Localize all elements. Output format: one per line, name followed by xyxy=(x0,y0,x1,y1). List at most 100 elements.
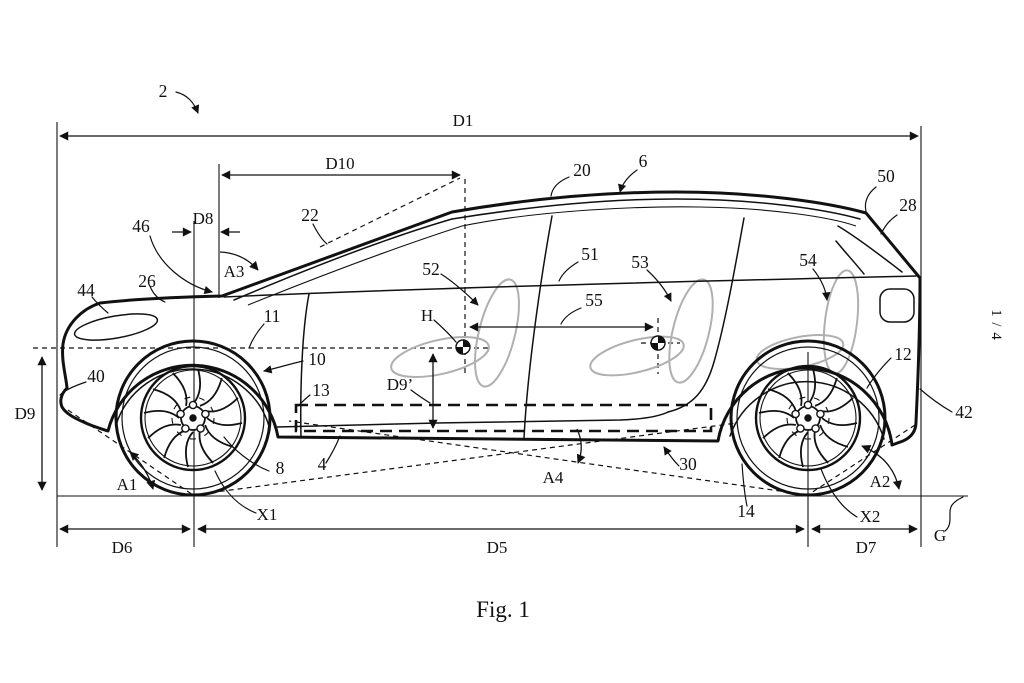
callout-6: 6 xyxy=(639,151,648,171)
callout-4: 4 xyxy=(318,454,327,474)
leader-55 xyxy=(560,307,582,325)
second-row-seat-cushion xyxy=(589,335,685,377)
quarter-window-line xyxy=(837,225,903,273)
angle-arc-a4 xyxy=(576,428,586,464)
callout-11: 11 xyxy=(264,306,281,326)
leader-50 xyxy=(864,186,877,212)
roof-inner-line xyxy=(451,198,861,220)
sheet-index: 1 / 4 xyxy=(988,309,1004,341)
departure-angle-dashed xyxy=(807,424,916,496)
labels: 2 D1 D10 D8 46 22 A3 26 44 20 6 50 28 52… xyxy=(15,81,1004,622)
leader-52 xyxy=(440,273,479,306)
leader-12 xyxy=(866,357,892,389)
leader-28 xyxy=(880,214,898,235)
battery-pack-dashed-outline xyxy=(294,403,713,433)
leader-d9-prime xyxy=(410,389,431,404)
leader-4 xyxy=(325,435,341,464)
roof-rail-line xyxy=(247,206,857,306)
rear-h-point-marker xyxy=(650,335,666,351)
leader-x2 xyxy=(820,468,858,518)
body-outline xyxy=(59,190,922,447)
callout-13: 13 xyxy=(312,380,330,400)
label-d5: D5 xyxy=(487,538,508,557)
callout-12: 12 xyxy=(894,344,912,364)
leader-6 xyxy=(618,169,638,193)
callout-46: 46 xyxy=(132,216,150,236)
second-row-seat-backrest xyxy=(668,278,714,384)
headlamp xyxy=(73,313,159,341)
front-seat-backrest xyxy=(474,278,520,388)
label-d8: D8 xyxy=(193,209,214,228)
callout-26: 26 xyxy=(138,271,156,291)
leader-46 xyxy=(149,235,213,295)
label-a3: A3 xyxy=(224,262,245,281)
leader-14 xyxy=(741,463,748,507)
callout-42: 42 xyxy=(955,402,973,422)
windscreen-extension-dashed xyxy=(319,177,461,248)
label-g: G xyxy=(934,526,946,545)
leader-8 xyxy=(223,436,270,472)
b-pillar-seam xyxy=(523,215,553,439)
callout-40: 40 xyxy=(87,366,105,386)
leader-10 xyxy=(263,360,304,374)
leader-53 xyxy=(646,269,672,302)
leader-13 xyxy=(297,394,311,407)
front-seat-cushion xyxy=(390,335,490,379)
label-d9: D9 xyxy=(15,404,36,423)
front-h-point-marker xyxy=(455,339,471,355)
figure-caption: Fig. 1 xyxy=(476,597,530,622)
rear-door-seam xyxy=(667,217,745,413)
label-x1: X1 xyxy=(257,505,278,524)
label-d10: D10 xyxy=(325,154,354,173)
callout-50: 50 xyxy=(877,166,895,186)
label-a4: A4 xyxy=(543,468,564,487)
callout-14: 14 xyxy=(737,501,755,521)
callout-44: 44 xyxy=(77,280,95,300)
label-d9-prime: D9’ xyxy=(387,375,413,394)
beltline xyxy=(223,275,917,298)
rear-arch-inner xyxy=(729,380,885,440)
d-pillar-divider xyxy=(835,240,865,275)
label-d6: D6 xyxy=(112,538,133,557)
callout-22: 22 xyxy=(301,205,319,225)
car-body xyxy=(59,190,922,447)
leader-44 xyxy=(91,296,109,314)
callout-10: 10 xyxy=(308,349,326,369)
leader-lines xyxy=(59,91,964,532)
leader-30 xyxy=(663,446,680,467)
angle-arc-a3 xyxy=(219,251,259,271)
angle-arc-a1 xyxy=(129,451,156,490)
front-arch-inner xyxy=(115,368,271,431)
callout-51: 51 xyxy=(581,244,599,264)
label-d7: D7 xyxy=(856,538,877,557)
callout-54: 54 xyxy=(799,250,817,270)
dimension-lines xyxy=(37,131,919,534)
label-x2: X2 xyxy=(860,507,881,526)
label-h-point: H xyxy=(421,306,433,325)
leader-2 xyxy=(175,91,200,114)
windscreen-inner-line xyxy=(233,218,453,301)
leader-54 xyxy=(812,268,831,301)
callout-52: 52 xyxy=(422,259,440,279)
leader-42 xyxy=(919,388,953,413)
label-d1: D1 xyxy=(453,111,474,130)
label-a1: A1 xyxy=(117,475,138,494)
callout-2: 2 xyxy=(159,81,168,101)
callout-55: 55 xyxy=(585,290,603,310)
ramp-line-rear-dashed xyxy=(288,420,809,496)
callout-53: 53 xyxy=(631,252,649,272)
sill-line xyxy=(276,411,669,428)
angle-arc-a2 xyxy=(861,444,902,490)
leader-26 xyxy=(149,285,166,303)
callout-30: 30 xyxy=(679,454,697,474)
rear-lamp xyxy=(879,288,915,323)
callout-28: 28 xyxy=(899,195,917,215)
leader-g xyxy=(944,496,964,532)
ramp-line-front-dashed xyxy=(192,422,738,496)
leader-40 xyxy=(59,381,87,396)
leader-h xyxy=(433,319,457,343)
leader-x1 xyxy=(214,470,257,514)
callout-8: 8 xyxy=(276,458,285,478)
